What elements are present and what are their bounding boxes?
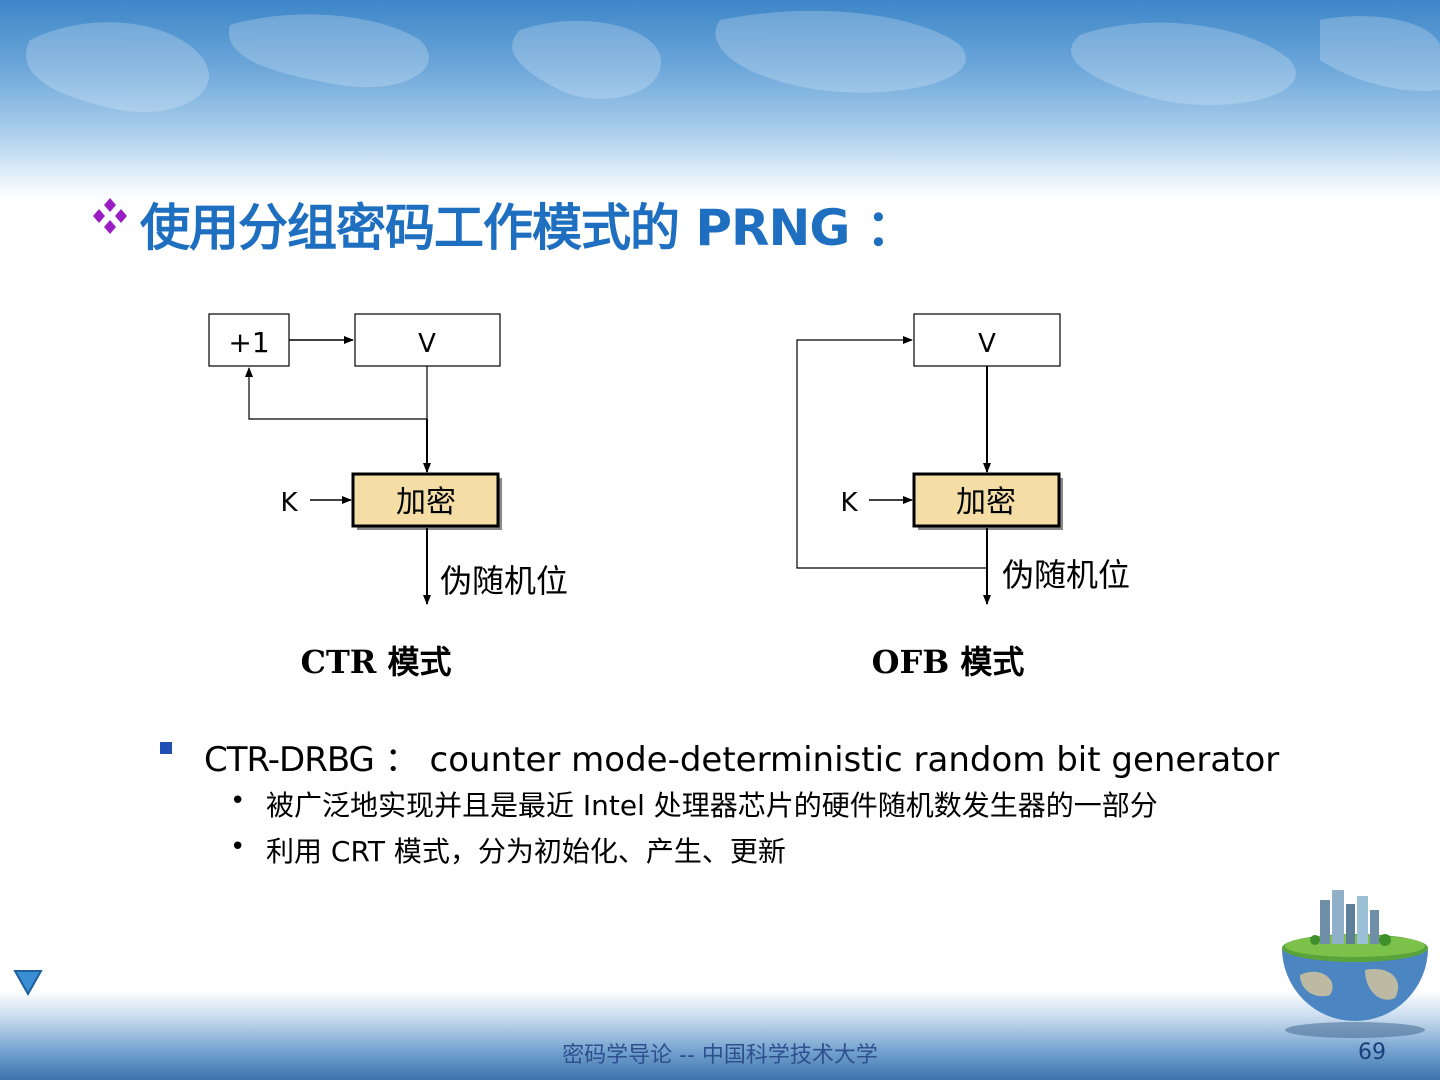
prng-mode-diagrams: +1 V 加密 K 伪随机位 CTR 模式 V 加密 K 伪随机位 OFB 模式 — [0, 0, 1440, 720]
list-item: • 利用 CRT 模式，分为初始化、产生、更新 — [230, 826, 1420, 872]
dot-bullet-icon: • — [230, 786, 245, 816]
ofb-output-label: 伪随机位 — [1002, 556, 1130, 594]
ctr-encrypt-label: 加密 — [396, 485, 456, 520]
footer-text: 密码学导论 -- 中国科学技术大学 — [0, 1037, 1440, 1069]
ofb-key-label: K — [840, 488, 858, 518]
triangle-down-icon[interactable] — [12, 966, 44, 998]
list-item: • 被广泛地实现并且是最近 Intel 处理器芯片的硬件随机数发生器的一部分 — [230, 780, 1420, 826]
square-bullet-icon — [160, 742, 172, 754]
ctr-increment-label: +1 — [228, 326, 269, 359]
bullet-description: counter mode-deterministic random bit ge… — [430, 740, 1280, 780]
dot-bullet-icon: • — [230, 832, 245, 862]
page-number: 69 — [1358, 1040, 1386, 1065]
bullet-list: CTR-DRBG ： counter mode-deterministic ra… — [160, 728, 1420, 872]
bullet-separator: ： — [385, 740, 419, 780]
ofb-feedback-arrow — [797, 340, 987, 568]
list-item: CTR-DRBG ： counter mode-deterministic ra… — [160, 728, 1420, 780]
ofb-diagram: V 加密 K 伪随机位 OFB 模式 — [797, 314, 1130, 681]
ctr-key-label: K — [280, 488, 298, 518]
bullet-text: CTR-DRBG ： counter mode-deterministic ra… — [204, 732, 1279, 781]
ctr-v-label: V — [418, 329, 436, 359]
ofb-v-label: V — [978, 329, 996, 359]
ctr-output-label: 伪随机位 — [440, 562, 568, 600]
ctr-feedback-arrow — [249, 366, 427, 419]
ofb-encrypt-label: 加密 — [956, 485, 1016, 520]
sub-bullet-text: 被广泛地实现并且是最近 Intel 处理器芯片的硬件随机数发生器的一部分 — [266, 784, 1158, 824]
bullet-term: CTR-DRBG — [204, 740, 374, 780]
globe-city-icon — [1270, 880, 1440, 1040]
ctr-diagram: +1 V 加密 K 伪随机位 CTR 模式 — [209, 314, 568, 681]
sub-bullet-text: 利用 CRT 模式，分为初始化、产生、更新 — [266, 830, 786, 870]
ctr-caption: CTR 模式 — [300, 643, 451, 681]
ofb-caption: OFB 模式 — [872, 643, 1025, 681]
